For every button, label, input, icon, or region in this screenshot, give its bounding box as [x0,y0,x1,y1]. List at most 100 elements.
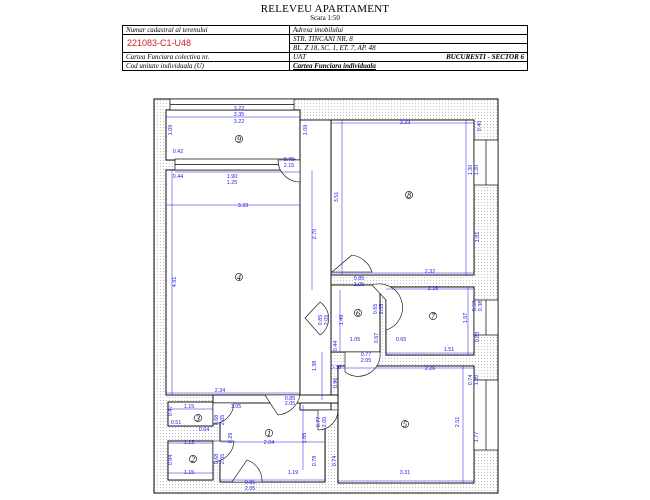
dimension-label: 0.40 [477,121,483,132]
dimension-label: 0.65 [396,337,407,343]
room-number: 8 [407,191,411,200]
dimension-label: 2.05 [354,282,365,288]
dimension-label: 3.22 [234,106,245,112]
door-room2 [212,440,235,463]
dimension-label: 0.58 [472,301,478,312]
dimension-label: 2.05 [324,315,330,326]
dimension-label: 1.20 [474,165,480,176]
dimension-label: 1.09 [168,125,174,136]
rooms [165,109,475,484]
dimension-label: 1.19 [288,470,299,476]
dimension-label: 0.64 [199,427,210,433]
dimension-label: 4.91 [172,277,178,288]
room-number: 9 [237,135,241,144]
room-6 [330,284,381,353]
dimension-label: 1.05 [350,337,361,343]
dimension-label: 2.05 [322,417,328,428]
dimension-label: 0.30 [331,365,342,371]
door-room6-bottom [344,351,381,377]
dimension-label: 0.44 [173,174,184,180]
dimension-label: 0.74 [332,456,338,467]
dimension-label: 1.09 [303,125,309,136]
dimension-label: 0.83 [475,332,481,343]
dimension-label: 2.05 [361,358,372,364]
info-table: Numar cadastral al terenului Adresa imob… [122,25,528,71]
page-title: RELEVEU APARTAMENT [260,3,390,15]
door-room7 [371,283,403,331]
dimension-label: 2.32 [425,269,436,275]
room-8 [330,119,475,276]
dimension-label: 3.31 [400,470,411,476]
dimension-label: 1.13 [184,440,195,446]
room-number: 4 [237,273,241,282]
dimension-label: 2.26 [425,366,436,372]
dimension-label: 2.16 [428,286,439,292]
dimension-label: 2.15 [284,163,295,169]
dimension-label: 0.29 [228,433,234,444]
dimension-lines [166,116,474,483]
room-number: 1 [267,429,271,438]
scale-label: Scara 1:50 [310,14,340,22]
dimension-label: 0.85 [354,276,365,282]
room-number: 6 [356,309,360,318]
room-5 [337,365,475,484]
dimension-label: 0.85 [285,396,296,402]
dimension-label: 3.33 [400,120,411,126]
dimension-labels: 3.22 3.35 3.22 1.09 1.09 0.42 0.75 2.15 … [168,106,484,492]
dimension-label: 0.78 [312,456,318,467]
dimension-label: 0.96 [333,378,339,389]
dimension-label: 0.44 [333,341,339,352]
dimension-label: 2.05 [245,486,256,492]
uat-value: BUCURESTI - SECTOR 6 [446,53,524,61]
dimension-label: 0.65 [373,304,379,315]
dimension-label: 0.51 [171,420,182,426]
dimension-label: 1.15 [184,404,195,410]
dimension-label: 0.84 [168,455,174,466]
dimension-label: 2.04 [264,440,275,446]
dimension-label: 1.38 [312,361,318,372]
dimension-label: 2.05 [379,304,385,315]
uat-label: UAT [293,53,306,61]
room-numbers: 9 8 4 6 7 5 3 2 1 [189,135,437,464]
dimension-label: 2.51 [455,417,461,428]
dimension-label: 2.70 [312,229,318,240]
dimension-label: 1.20 [474,375,480,386]
dimension-label: 1.65 [302,433,308,444]
dimension-label: 0.77 [361,352,372,358]
dimension-label: 3.35 [234,112,245,118]
dimension-label: 1.57 [463,313,469,324]
dimension-label: 2.34 [215,388,226,394]
dimension-label: 2.05 [220,454,226,465]
dimension-label: 3.22 [234,119,245,125]
room-number: 3 [195,414,200,423]
cf-individuala: Cartea Funciara individuala [289,61,528,71]
dimension-label: 0.85 [245,480,256,486]
room-4 [165,169,301,396]
dimension-label: 1.77 [474,432,480,443]
door-room5 [317,409,339,431]
door-room4 [264,394,301,416]
doors [212,159,403,483]
dimension-label: 2.05 [285,401,296,407]
room-1 [219,399,326,483]
dimension-label: 0.68 [214,415,220,426]
dimension-label: 1.51 [444,347,455,353]
room-3 [167,401,214,427]
door-room6-left [304,301,329,336]
room-number: 2 [191,455,195,464]
dimension-label: 3.33 [238,203,249,209]
dimension-label: 1.30 [468,165,474,176]
dimension-label: 3.51 [334,192,340,203]
dimension-label: 0.47 [168,406,174,417]
dimension-label: 1.05 [231,404,242,410]
dimension-label: 0.77 [316,417,322,428]
corridor [299,119,332,411]
dimension-label: 0.38 [478,301,484,312]
door-entry [231,459,263,483]
dimension-label: 0.85 [318,315,324,326]
door-balcony [277,159,301,183]
dimension-label: 1.81 [475,232,481,243]
windows [169,98,499,451]
dimension-label: 1.49 [339,315,345,326]
